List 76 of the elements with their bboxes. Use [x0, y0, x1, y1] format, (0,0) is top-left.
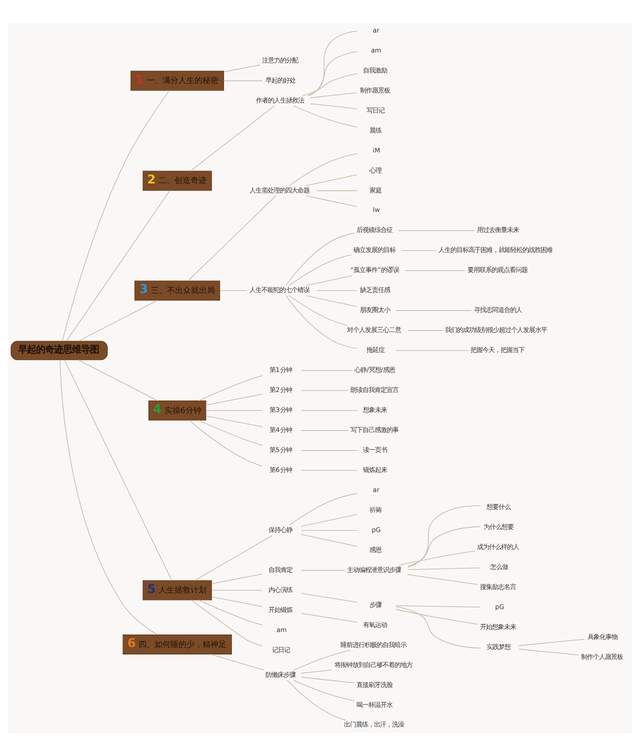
connector — [306, 275, 353, 286]
connector — [223, 80, 263, 82]
connector — [408, 505, 481, 568]
connector — [407, 526, 481, 567]
connector — [206, 410, 263, 411]
connector — [300, 450, 358, 451]
connector — [293, 105, 358, 128]
connector — [210, 654, 265, 671]
connector — [300, 612, 358, 623]
connector — [308, 51, 358, 96]
connector — [78, 360, 158, 402]
connector — [293, 680, 355, 702]
connector — [395, 605, 481, 608]
connector — [300, 514, 358, 527]
connector — [300, 670, 332, 674]
connector — [518, 638, 585, 646]
connector — [300, 530, 358, 531]
connector — [190, 600, 263, 646]
connector — [407, 574, 478, 585]
connector — [190, 105, 275, 172]
connector — [302, 73, 358, 96]
connector — [401, 250, 436, 252]
connector — [316, 290, 358, 291]
connector — [395, 310, 472, 311]
connector — [66, 190, 170, 342]
connector — [404, 270, 466, 271]
connector — [300, 534, 358, 547]
connector — [62, 90, 170, 342]
connector — [309, 30, 358, 96]
connector — [407, 330, 444, 331]
connector — [395, 350, 469, 351]
connector — [286, 232, 355, 286]
connector — [188, 195, 276, 282]
connector — [300, 470, 358, 471]
connector — [220, 290, 248, 291]
connector — [306, 295, 358, 307]
connector — [78, 300, 158, 342]
connector — [395, 606, 481, 648]
connector — [316, 190, 358, 192]
connector — [223, 64, 260, 72]
connector — [300, 676, 355, 684]
connector — [306, 195, 358, 208]
connector — [398, 550, 475, 566]
connector — [288, 254, 352, 286]
connector — [211, 590, 263, 591]
connector — [286, 680, 346, 721]
connector — [198, 420, 263, 446]
connector — [398, 230, 476, 232]
connector — [198, 600, 263, 626]
connector — [194, 535, 273, 581]
connector — [300, 570, 346, 571]
connector — [211, 596, 263, 608]
connector — [518, 648, 580, 656]
connector — [60, 360, 158, 636]
connector — [300, 592, 358, 603]
connector — [288, 295, 348, 326]
connector — [286, 295, 358, 349]
connector — [300, 370, 353, 371]
node-box: 早起的奇迹思维导图 — [10, 340, 108, 360]
connector — [310, 92, 358, 98]
connector — [407, 568, 481, 570]
connector — [206, 415, 263, 428]
connector — [211, 574, 263, 584]
connector — [206, 394, 263, 406]
connector — [293, 650, 352, 671]
connector — [188, 420, 263, 466]
connector — [198, 375, 263, 402]
connector — [300, 430, 348, 431]
connector — [300, 390, 348, 391]
connector — [395, 608, 478, 625]
connector — [288, 492, 358, 526]
connector — [306, 174, 358, 186]
connector — [288, 153, 358, 186]
connector — [64, 360, 172, 581]
connector — [310, 103, 358, 110]
connector — [300, 410, 358, 411]
